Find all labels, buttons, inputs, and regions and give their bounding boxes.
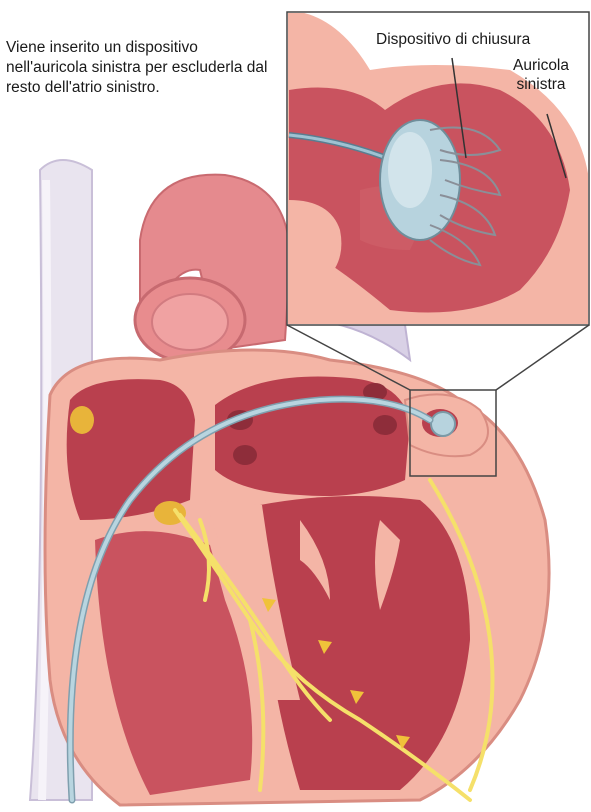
caption-text: Viene inserito un dispositivo nell'auric… <box>6 38 276 98</box>
sinoatrial-node <box>70 406 94 434</box>
closure-device-small <box>431 412 455 436</box>
label-left-auricle: Auricola sinistra <box>496 56 586 94</box>
label-closure-device: Dispositivo di chiusura <box>376 30 530 49</box>
